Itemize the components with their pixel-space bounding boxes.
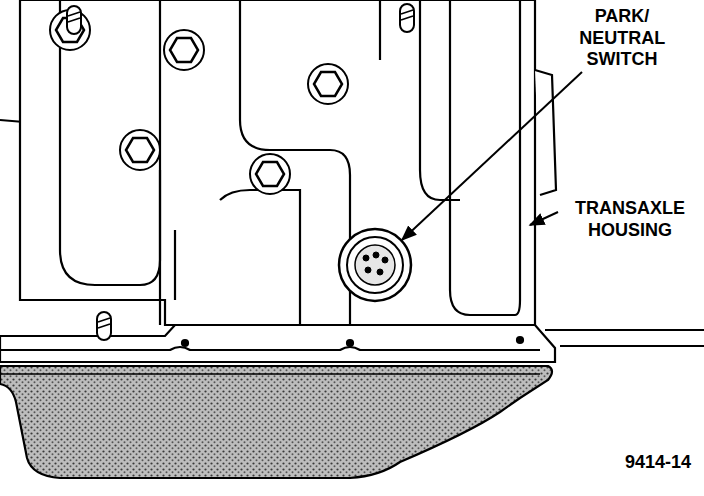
part-label: PARK/ NEUTRAL SWITCH [579, 6, 665, 71]
leader-lines [402, 72, 582, 240]
bolt-heads [50, 4, 414, 340]
housing-outline [20, 0, 556, 325]
part-label: TRANSAXLE HOUSING [575, 198, 685, 241]
pan-flange [0, 325, 555, 362]
park-neutral-switch [339, 229, 411, 301]
pan-lip [0, 373, 540, 375]
figure-number: 9414-14 [625, 452, 691, 474]
oil-pan [0, 366, 552, 478]
